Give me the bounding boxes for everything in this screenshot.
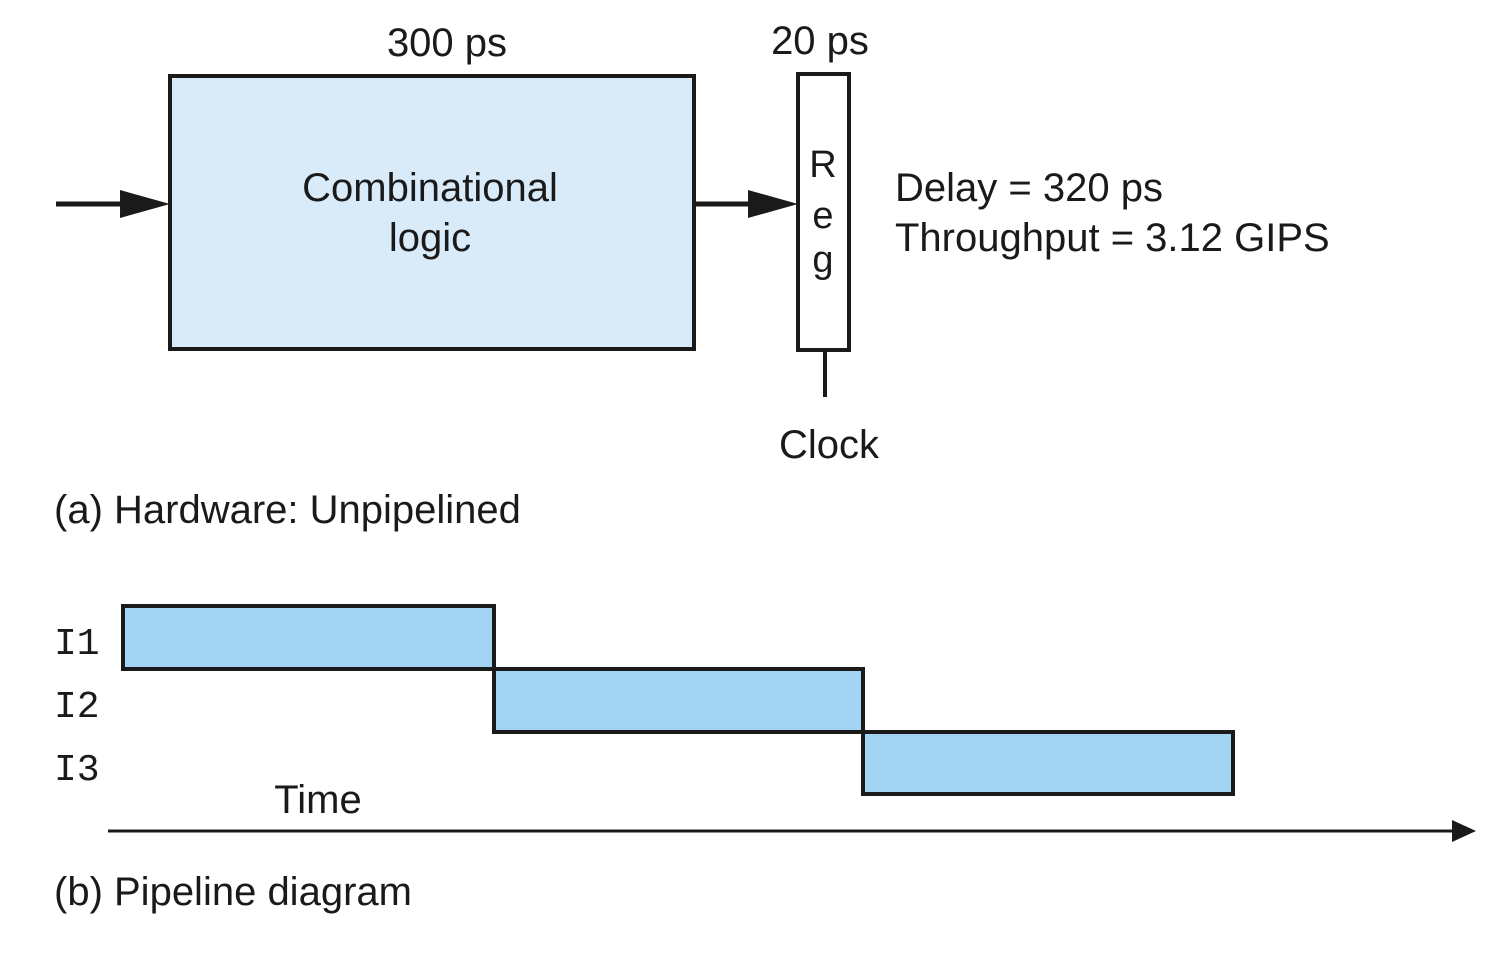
input-arrow (56, 190, 170, 218)
stage-bar-i2 (492, 667, 865, 734)
time-axis-arrow (108, 820, 1476, 842)
stage-bar-i1 (121, 604, 496, 671)
logic-label-line1: Combinational (302, 166, 558, 210)
delay-text: Delay = 320 ps (895, 166, 1163, 210)
logic-label-line2: logic (389, 216, 471, 260)
pipeline-caption: (b) Pipeline diagram (54, 870, 412, 914)
reg-delay-label: 20 ps (771, 19, 869, 63)
instruction-label-i3: I3 (54, 749, 100, 792)
register-block (796, 72, 851, 352)
logic-delay-label: 300 ps (387, 21, 507, 65)
logic-to-register-arrow (694, 190, 798, 218)
time-label: Time (274, 778, 361, 822)
reg-letter-g: g (812, 239, 833, 281)
clock-label: Clock (779, 423, 880, 467)
reg-letter-e: e (812, 195, 833, 237)
hardware-caption: (a) Hardware: Unpipelined (54, 488, 521, 532)
combinational-logic-block (168, 74, 696, 351)
reg-letter-r: R (809, 144, 836, 186)
throughput-text: Throughput = 3.12 GIPS (895, 216, 1330, 260)
instruction-label-i2: I2 (54, 686, 100, 729)
stage-bar-i3 (861, 730, 1235, 796)
instruction-label-i1: I1 (54, 623, 100, 666)
